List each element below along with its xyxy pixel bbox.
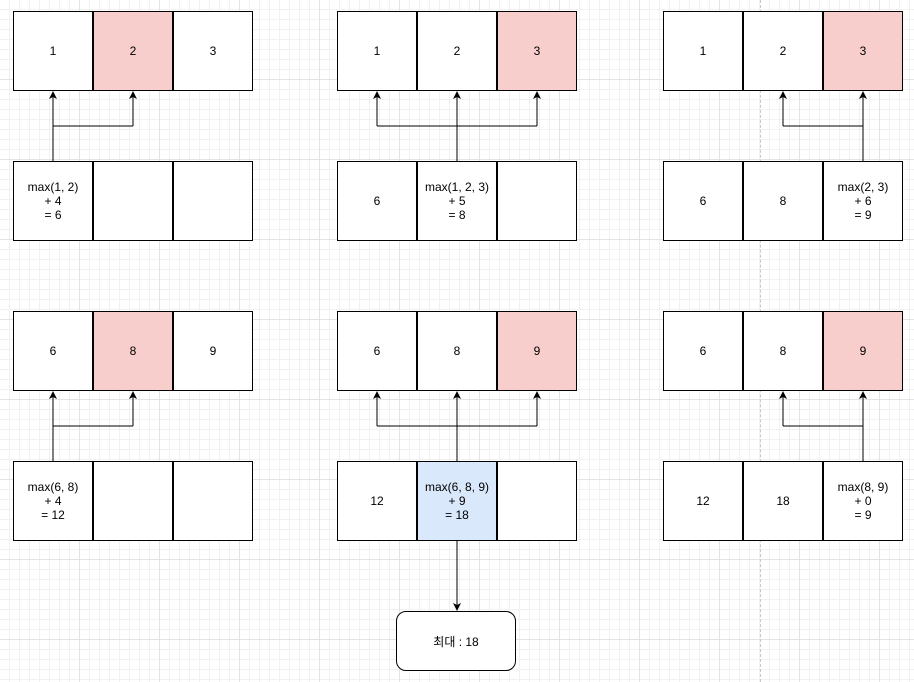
step-3-bottom-cell-2: 8 [743,161,823,241]
step-1-top-cell-2: 2 [93,11,173,91]
step-2-bottom-cell-3 [497,161,577,241]
step-6-top-cell-1: 6 [663,311,743,391]
step-5-bottom-cell-1: 12 [337,461,417,541]
step-6-bottom-cell-1: 12 [663,461,743,541]
step-4-top-cell-3: 9 [173,311,253,391]
step-3-bottom-cell-3: max(2, 3) + 6 = 9 [823,161,903,241]
step-5-bottom-cell-2: max(6, 8, 9) + 9 = 18 [417,461,497,541]
step-2-bottom-cell-1: 6 [337,161,417,241]
step-1-bottom-cell-3 [173,161,253,241]
result-label: 최대 : 18 [433,634,479,649]
step-4-bottom-cell-1: max(6, 8) + 4 = 12 [13,461,93,541]
step-1-top-cell-1: 1 [13,11,93,91]
step-1-top-cell-3: 3 [173,11,253,91]
step-1-bottom-cell-1: max(1, 2) + 4 = 6 [13,161,93,241]
step-5-top-cell-3: 9 [497,311,577,391]
step-6-bottom-cell-3: max(8, 9) + 0 = 9 [823,461,903,541]
step-5-top-cell-2: 8 [417,311,497,391]
step-2-top-cell-3: 3 [497,11,577,91]
step-6-bottom-cell-2: 18 [743,461,823,541]
step-4-bottom-cell-3 [173,461,253,541]
step-3-top-cell-1: 1 [663,11,743,91]
step-3-top-cell-3: 3 [823,11,903,91]
step-5-bottom-cell-3 [497,461,577,541]
step-3-top-cell-2: 2 [743,11,823,91]
step-2-top-cell-1: 1 [337,11,417,91]
step-3-bottom-cell-1: 6 [663,161,743,241]
step-6-top-cell-2: 8 [743,311,823,391]
step-4-bottom-cell-2 [93,461,173,541]
step-6-top-cell-3: 9 [823,311,903,391]
step-1-bottom-cell-2 [93,161,173,241]
step-2-top-cell-2: 2 [417,11,497,91]
step-4-top-cell-2: 8 [93,311,173,391]
step-5-top-cell-1: 6 [337,311,417,391]
step-4-top-cell-1: 6 [13,311,93,391]
step-2-bottom-cell-2: max(1, 2, 3) + 5 = 8 [417,161,497,241]
result-box: 최대 : 18 [396,611,516,671]
